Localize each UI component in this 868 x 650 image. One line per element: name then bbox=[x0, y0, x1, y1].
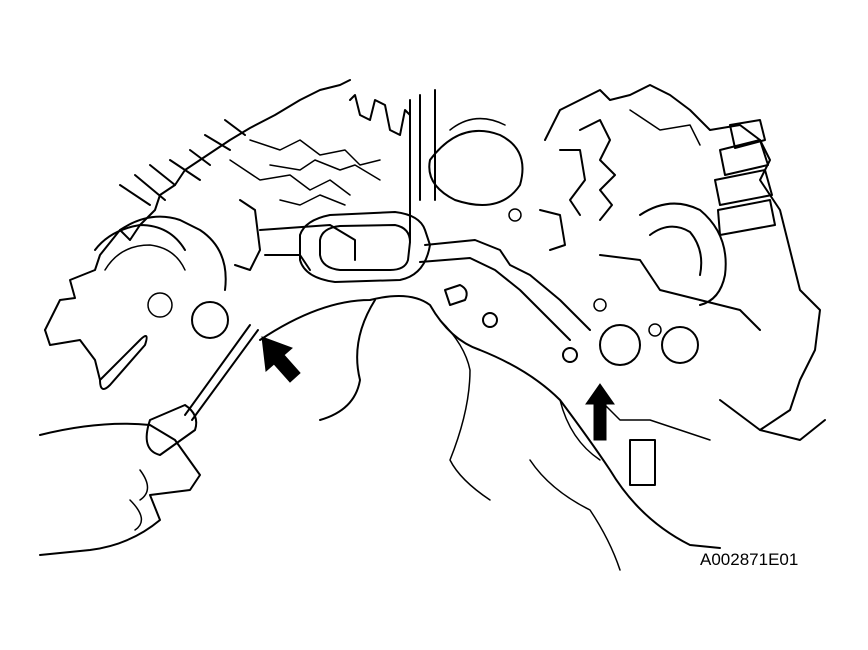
bore-circle bbox=[191, 301, 229, 339]
bore-circle bbox=[147, 292, 173, 318]
screwdriver-hand bbox=[39, 324, 259, 556]
bore-circle bbox=[599, 324, 641, 366]
valve-body-left bbox=[44, 79, 411, 390]
figure-id-label: A002871E01 bbox=[700, 550, 799, 569]
screwdriver-handle bbox=[145, 404, 198, 456]
valve-body-right bbox=[539, 84, 826, 486]
screwdriver-shaft bbox=[184, 324, 251, 416]
arrow-up-icon bbox=[585, 383, 615, 441]
bore-circle bbox=[661, 326, 699, 364]
bolt-hole bbox=[508, 208, 522, 222]
valve-body-center bbox=[299, 89, 591, 363]
bolt-hole bbox=[562, 347, 578, 363]
bolt-hole bbox=[482, 312, 498, 328]
cloth-rag bbox=[259, 295, 721, 571]
arrow-up-left-icon bbox=[261, 336, 301, 383]
bolt-hole bbox=[593, 298, 607, 312]
bolt-hole bbox=[648, 323, 662, 337]
